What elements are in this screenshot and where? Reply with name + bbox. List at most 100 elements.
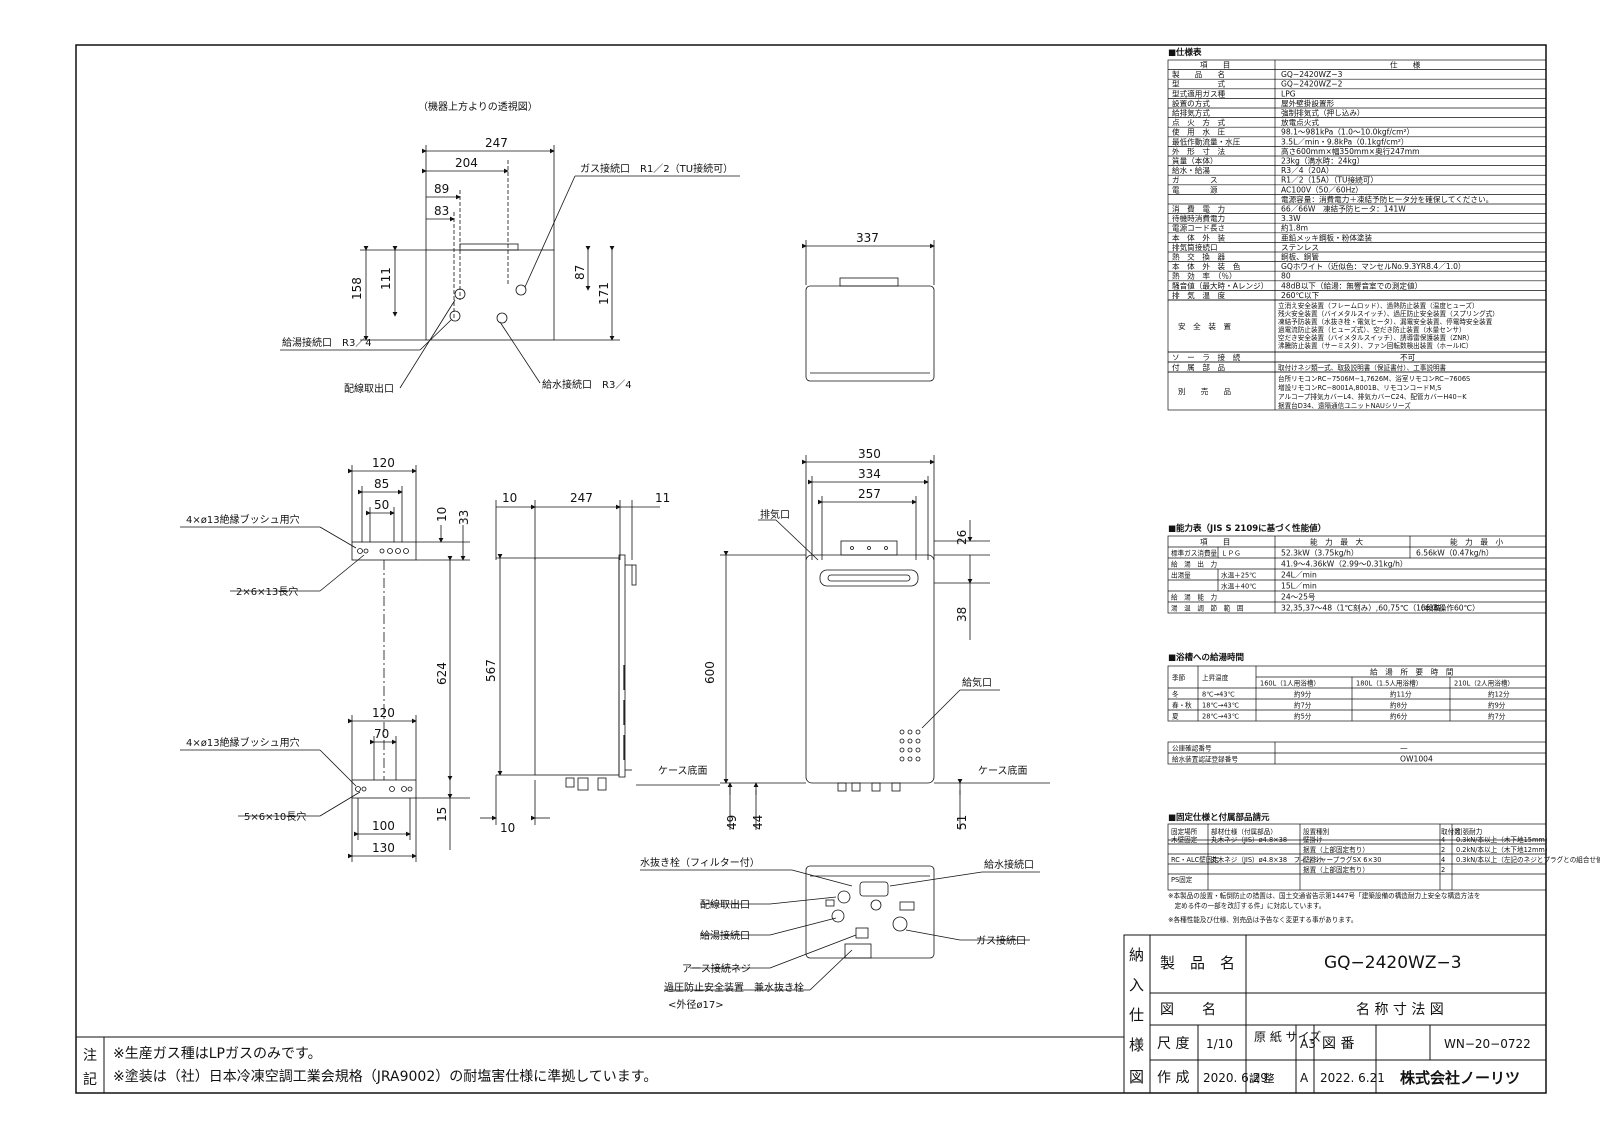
dim-lower-130: 130: [372, 841, 395, 855]
spec-row-label: 騒音値（最大時・Aレンジ）: [1172, 280, 1268, 290]
dim-26: 26: [955, 530, 969, 545]
side-label-5: 図: [1129, 1068, 1144, 1086]
bath-time-160: 約7分: [1294, 701, 1312, 710]
safety-line: 残火安全装置（バイメタルスイッチ）、過圧防止安全装置（スプリング式）: [1278, 309, 1499, 318]
spec-row-label: 待機時消費電力: [1172, 213, 1225, 223]
bath-rows: 季節上昇温度給 湯 所 要 時 間160L（1人用浴槽）180L（1.5人用浴槽…: [1167, 665, 1547, 722]
safety-line: 空だき安全装置（バイメタルスイッチ）、誘導雷保護装置（ZNR）: [1278, 333, 1473, 342]
cap-row-max: 24L／min: [1281, 571, 1317, 580]
bottom-gas-label: ガス接続口: [976, 934, 1026, 947]
bath-time-210: 約9分: [1488, 701, 1506, 710]
safety-line: 沸騰防止装置（サーミスタ）、ファン回転数検出装置（ホールIC）: [1278, 341, 1472, 350]
cap-row-label: 出湯量: [1171, 571, 1191, 580]
spec-row-value: GQホワイト（近似色：マンセルNo.9.3YR8.4／1.0）: [1281, 261, 1466, 271]
top-view-caption: （機器上方よりの透視図）: [418, 100, 538, 113]
spec-row-label: 給水・給湯: [1172, 165, 1210, 175]
dim-567: 567: [484, 659, 498, 682]
spec-row-value: 電源容量：消費電力＋凍結予防ヒータ分を確保してください。: [1281, 194, 1493, 204]
product-name-value: GQ−2420WZ−3: [1324, 953, 1462, 973]
drawing-number-value: WN−20−0722: [1444, 1037, 1531, 1051]
bath-col: 210L（2人用浴槽）: [1454, 679, 1514, 688]
fixing-cell: 4: [1441, 856, 1445, 864]
spec-row-value: 66／66W 凍結予防ヒータ：141W: [1281, 204, 1406, 214]
spec-row-value: ステンレス: [1281, 243, 1319, 252]
safety-line: 凍結予防装置（水抜き栓・電気ヒータ）、漏電安全装置、停電時安全装置: [1278, 317, 1493, 326]
spec-row-label: 質量（本体）: [1172, 156, 1218, 166]
spec-row-value: 銅板、銅管: [1281, 252, 1319, 262]
dim-624: 624: [435, 662, 449, 685]
scale-value: 1/10: [1206, 1037, 1233, 1051]
bath-time-180: 約6分: [1390, 712, 1408, 721]
spec-row-label: 製 品 名: [1172, 69, 1225, 79]
dim-337: 337: [856, 231, 879, 245]
spec-head-spec: 仕 様: [1390, 60, 1421, 70]
dim-side-10: 10: [502, 491, 517, 505]
dim-87: 87: [573, 265, 587, 280]
fixing-cell: PS固定: [1171, 875, 1193, 884]
wiring-outlet-label: 配線取出口: [344, 382, 394, 395]
bath-rise: 28℃→43℃: [1202, 713, 1239, 721]
dim-44: 44: [751, 815, 765, 830]
dim-lower-100: 100: [372, 819, 395, 833]
spec-row-value: AC100V（50／60Hz）: [1281, 185, 1363, 194]
drawing-number-label: 図 番: [1322, 1036, 1354, 1052]
spec-row-value: 屋外壁掛設置形: [1281, 98, 1335, 108]
side-label-4: 様: [1129, 1036, 1144, 1054]
dim-600: 600: [703, 661, 717, 684]
bath-time-160: 約9分: [1294, 690, 1312, 699]
fixing-head: 固定場所: [1171, 827, 1198, 836]
spec-row-value: 98.1〜981kPa（1.0〜10.0kgf/cm²）: [1281, 128, 1414, 137]
upper-right-view: 337: [802, 231, 935, 382]
bath-rise: 8℃→43℃: [1202, 691, 1235, 699]
paper-size-value: A3: [1300, 1037, 1316, 1051]
solar-label: ソ ー ラ 接 続: [1172, 352, 1241, 362]
cap-row-sub: 水温＋25℃: [1221, 571, 1257, 580]
bath-head-time: 給 湯 所 要 時 間: [1370, 667, 1454, 677]
spec-row-label: 最低作動流量・水圧: [1172, 136, 1241, 146]
spec-row-value: GQ−2420WZ−2: [1281, 80, 1343, 89]
dim-49: 49: [725, 815, 739, 830]
water-supply-connection-label: 給水接続口 R3／4: [542, 378, 632, 391]
approval-label: 給水装置認証登録番号: [1172, 755, 1238, 764]
fixing-head: 設置種別: [1303, 827, 1330, 836]
fixing-note-2: 定める件の一部を改訂する件」に対応しています。: [1168, 901, 1325, 910]
fixing-cell: 4: [1441, 836, 1445, 844]
fixing-head: 取付数: [1441, 827, 1461, 836]
company-name: 株式会社ノーリツ: [1400, 1069, 1520, 1087]
options-label: 別 売 品: [1178, 386, 1232, 396]
upper-slot-label: 2×6×13長穴: [236, 585, 298, 598]
option-line: アルコープ排気カバーL4、排気カバーC24、配管カバーH40−K: [1278, 392, 1467, 401]
dim-side-bottom-10: 10: [500, 821, 515, 835]
exhaust-port-label: 排気口: [760, 508, 790, 521]
fixing-cell: 0.2kN/本以上（木下地12mm）: [1456, 845, 1551, 854]
spec-row-label: 排気筒接続口: [1172, 242, 1218, 252]
bath-head-season: 季節: [1172, 673, 1186, 682]
spec-row-value: 高さ600mm×幅350mm×奥行247mm: [1281, 146, 1420, 156]
bracket-views: 120 85 50 10 33 4×ø13絶縁ブッシュ用穴 2×6×13長穴 6…: [180, 456, 471, 862]
fixing-cell: 2: [1441, 846, 1445, 854]
spec-row-value: GQ−2420WZ−3: [1281, 70, 1343, 79]
front-view: 350 334 257 26 38 600 49 44 51 排気口 給気口 ケ…: [703, 447, 1050, 830]
paper-size-label: 原 紙 サイズ: [1254, 1029, 1321, 1044]
side-label-1: 納: [1129, 946, 1144, 964]
accessories-label: 付 属 部 品: [1172, 362, 1226, 372]
fixing-note-3: ※各種性能及び仕様、別売品は予告なく変更する事があります。: [1168, 915, 1358, 924]
spec-row-value: R3／4（20A）: [1281, 166, 1334, 175]
spec-row-label: 点 火 方 式: [1172, 117, 1226, 127]
dim-upper-33: 33: [457, 510, 471, 525]
bottom-hot-water-label: 給湯接続口: [700, 929, 750, 942]
cap-head-min: 能 力 最 小: [1450, 537, 1504, 547]
dim-upper-50: 50: [374, 498, 389, 512]
dim-upper-85: 85: [374, 477, 389, 491]
fixing-cell: 2: [1441, 866, 1445, 874]
dim-lower-120: 120: [372, 706, 395, 720]
cap-row-max: 41.9〜4.36kW（2.99〜0.31kg/h）: [1281, 560, 1408, 569]
note-line-2: ※塗装は（社）日本冷凍空調工業会規格（JRA9002）の耐塩害仕様に準拠していま…: [113, 1068, 657, 1085]
earth-screw-label: アース接続ネジ: [682, 962, 751, 975]
dim-83: 83: [434, 204, 449, 218]
product-name-label: 製 品 名: [1160, 954, 1235, 972]
spec-row-label: 本 体 外 装 色: [1172, 261, 1241, 271]
